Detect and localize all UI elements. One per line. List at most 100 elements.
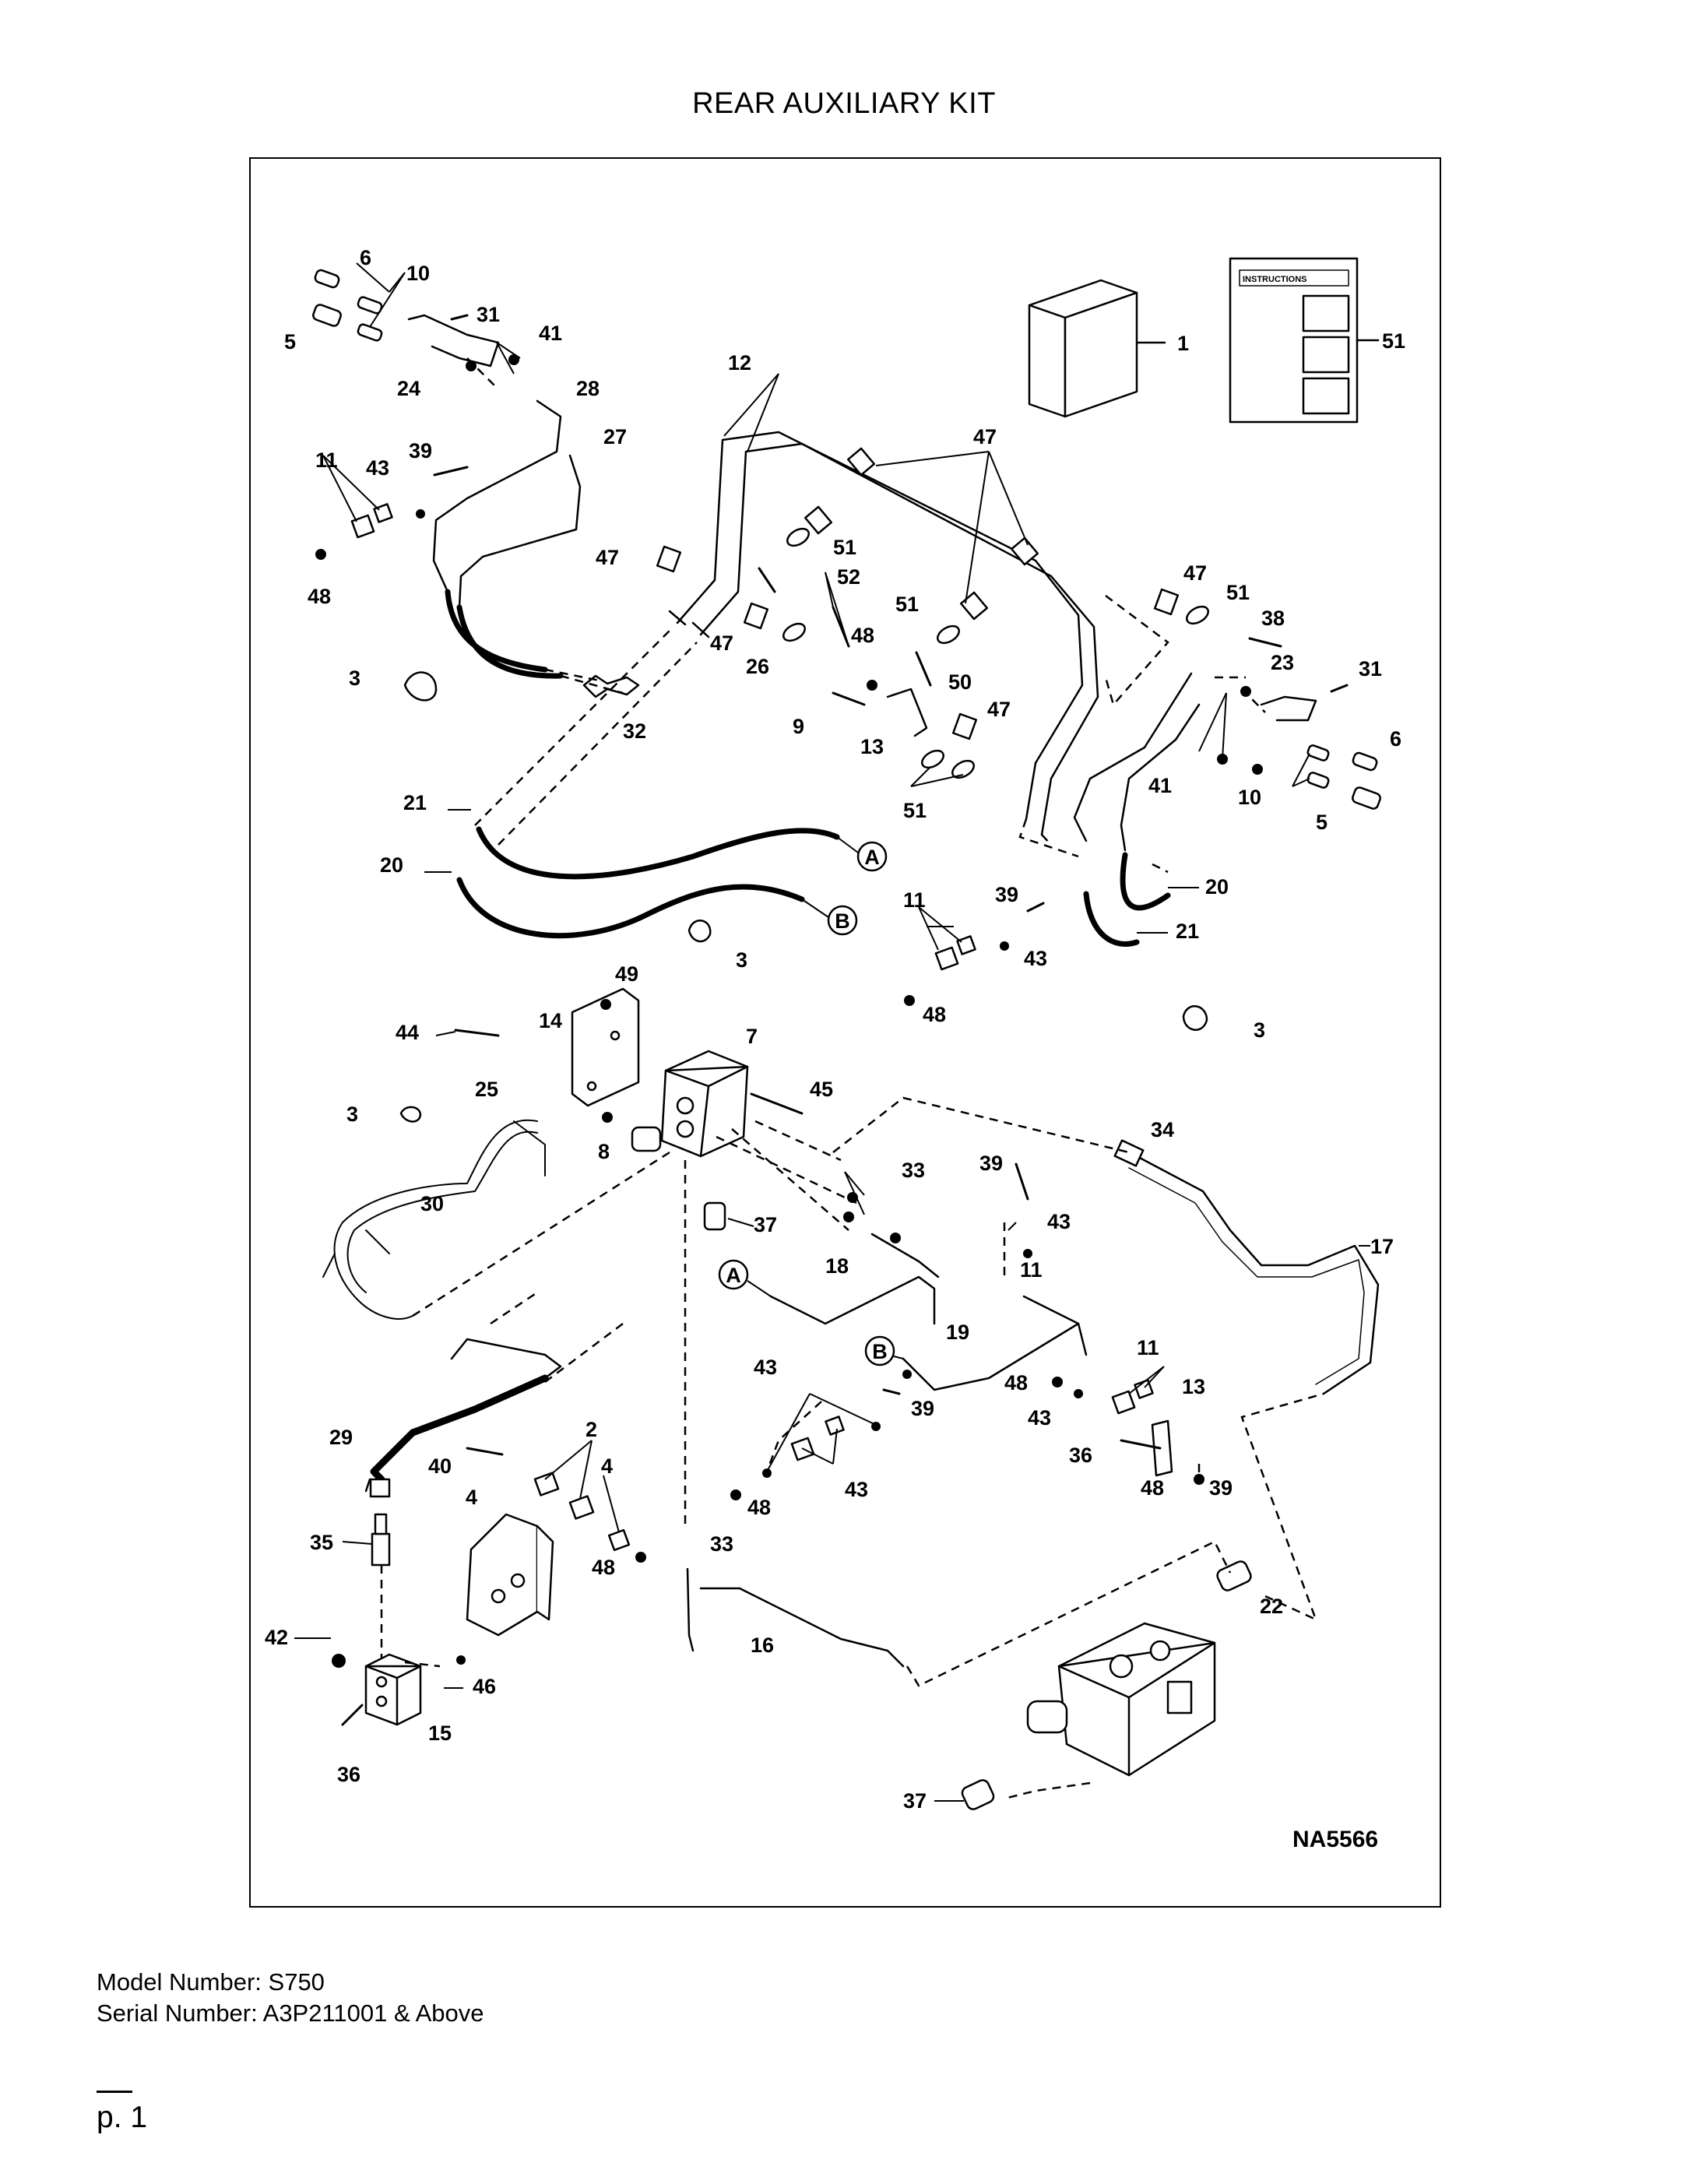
callout-2: 2 <box>586 1418 597 1441</box>
connector-markers <box>718 836 904 1366</box>
callout-41-b: 41 <box>1148 774 1172 797</box>
callout-51-c: 51 <box>895 593 919 616</box>
hose-20 <box>456 877 805 939</box>
callout-47-a: 47 <box>973 425 997 448</box>
callout-36-a: 36 <box>1069 1444 1092 1467</box>
callout-43-c: 43 <box>1047 1210 1071 1233</box>
tube-18 <box>769 1275 936 1325</box>
serial-number: Serial Number: A3P211001 & Above <box>97 1999 484 2027</box>
callout-19: 19 <box>946 1321 969 1344</box>
callout-7: 7 <box>746 1025 758 1048</box>
callout-48-d: 48 <box>1004 1371 1028 1394</box>
callout-11-c: 11 <box>1020 1258 1043 1282</box>
callout-21-b: 21 <box>1176 920 1199 943</box>
callout-27: 27 <box>603 425 627 448</box>
callout-48-a: 48 <box>308 585 331 608</box>
tube-27-28 <box>432 399 582 609</box>
callout-13-a: 13 <box>860 735 884 758</box>
callout-42: 42 <box>265 1626 288 1649</box>
callout-11-b: 11 <box>903 888 926 912</box>
kit-box-part <box>1028 279 1138 418</box>
callout-3-d: 3 <box>346 1103 358 1126</box>
callout-43-a: 43 <box>366 456 389 480</box>
callout-22: 22 <box>1260 1595 1283 1618</box>
figure-id: NA5566 <box>1292 1827 1378 1852</box>
callout-labels: 1 51 6 10 5 31 41 24 28 27 12 39 11 43 4… <box>265 246 1405 1813</box>
callout-5-b: 5 <box>1316 811 1328 834</box>
motor-casting <box>466 1513 554 1637</box>
callout-39-a: 39 <box>409 439 432 462</box>
callout-39-b: 39 <box>995 883 1018 906</box>
callout-48-g: 48 <box>592 1556 615 1579</box>
callout-31: 31 <box>477 303 500 326</box>
callout-9: 9 <box>793 715 804 738</box>
callout-45: 45 <box>810 1078 833 1101</box>
callout-38: 38 <box>1261 607 1285 630</box>
callout-37-a: 37 <box>754 1213 777 1236</box>
nuts-48 <box>315 354 1263 1668</box>
callout-10-b: 10 <box>1238 786 1261 809</box>
callout-32: 32 <box>623 719 646 743</box>
bolts <box>341 314 1349 1726</box>
callout-41: 41 <box>539 322 562 345</box>
callout-29: 29 <box>329 1426 353 1449</box>
callout-49: 49 <box>615 962 638 986</box>
connector-a-label: A <box>864 846 880 869</box>
callout-11-d: 11 <box>1137 1336 1159 1359</box>
callout-18: 18 <box>825 1254 849 1278</box>
callout-1: 1 <box>1177 332 1189 355</box>
callout-40: 40 <box>428 1454 452 1478</box>
callout-33-b: 33 <box>710 1532 733 1556</box>
callout-44: 44 <box>396 1021 419 1044</box>
callout-14: 14 <box>539 1009 562 1032</box>
instructions-label: INSTRUCTIONS <box>1243 275 1307 284</box>
callout-5: 5 <box>284 330 296 353</box>
callout-3-c: 3 <box>1254 1018 1265 1042</box>
callout-20-b: 20 <box>1205 875 1229 899</box>
callout-13-b: 13 <box>1182 1375 1205 1398</box>
callout-51-e: 51 <box>1226 581 1250 604</box>
callout-43-d: 43 <box>754 1356 777 1379</box>
callout-11-a: 11 <box>315 448 338 472</box>
bracket-14 <box>571 987 640 1107</box>
connector-a-lower <box>718 1259 749 1290</box>
callout-3-a: 3 <box>349 666 360 690</box>
clips <box>350 503 1154 1552</box>
callout-35: 35 <box>310 1531 333 1554</box>
diagram-frame <box>249 157 1441 1908</box>
connector-b-label-lower: B <box>872 1340 888 1363</box>
callout-47-e: 47 <box>1183 561 1207 585</box>
callout-3-b: 3 <box>736 948 747 972</box>
callout-51-b: 51 <box>833 536 856 559</box>
tube-19 <box>902 1322 1088 1391</box>
callout-30: 30 <box>420 1192 444 1215</box>
callout-39-e: 39 <box>1209 1476 1233 1500</box>
callout-34: 34 <box>1151 1118 1174 1141</box>
callout-20-a: 20 <box>380 853 403 877</box>
tube-16 <box>686 1567 905 1668</box>
model-number: Model Number: S750 <box>97 1968 325 1996</box>
connector-b-lower <box>864 1335 895 1366</box>
wiring-harness-30 <box>322 1119 546 1320</box>
callout-39-c: 39 <box>979 1152 1003 1175</box>
hose-right-20-21 <box>1083 852 1171 947</box>
callout-17: 17 <box>1370 1235 1394 1258</box>
callout-48-e: 48 <box>747 1496 771 1519</box>
callout-48-f: 48 <box>1141 1476 1164 1500</box>
callout-51: 51 <box>1382 329 1405 353</box>
hose-29 <box>364 1338 562 1493</box>
hydraulic-pump <box>1026 1622 1216 1777</box>
callout-31-b: 31 <box>1359 657 1382 681</box>
page-number: p. 1 <box>97 2101 148 2134</box>
connector-a-upper <box>856 841 888 872</box>
callout-48-c: 48 <box>923 1003 946 1026</box>
page-number-rule <box>97 2091 132 2093</box>
valve-assembly-7 <box>631 1050 749 1158</box>
manifold-block-15 <box>364 1653 422 1726</box>
fitting-35 <box>369 1478 391 1567</box>
callout-47-d: 47 <box>987 698 1011 721</box>
washers <box>782 527 1209 779</box>
callout-26: 26 <box>746 655 769 678</box>
callout-43-e: 43 <box>1028 1406 1051 1430</box>
